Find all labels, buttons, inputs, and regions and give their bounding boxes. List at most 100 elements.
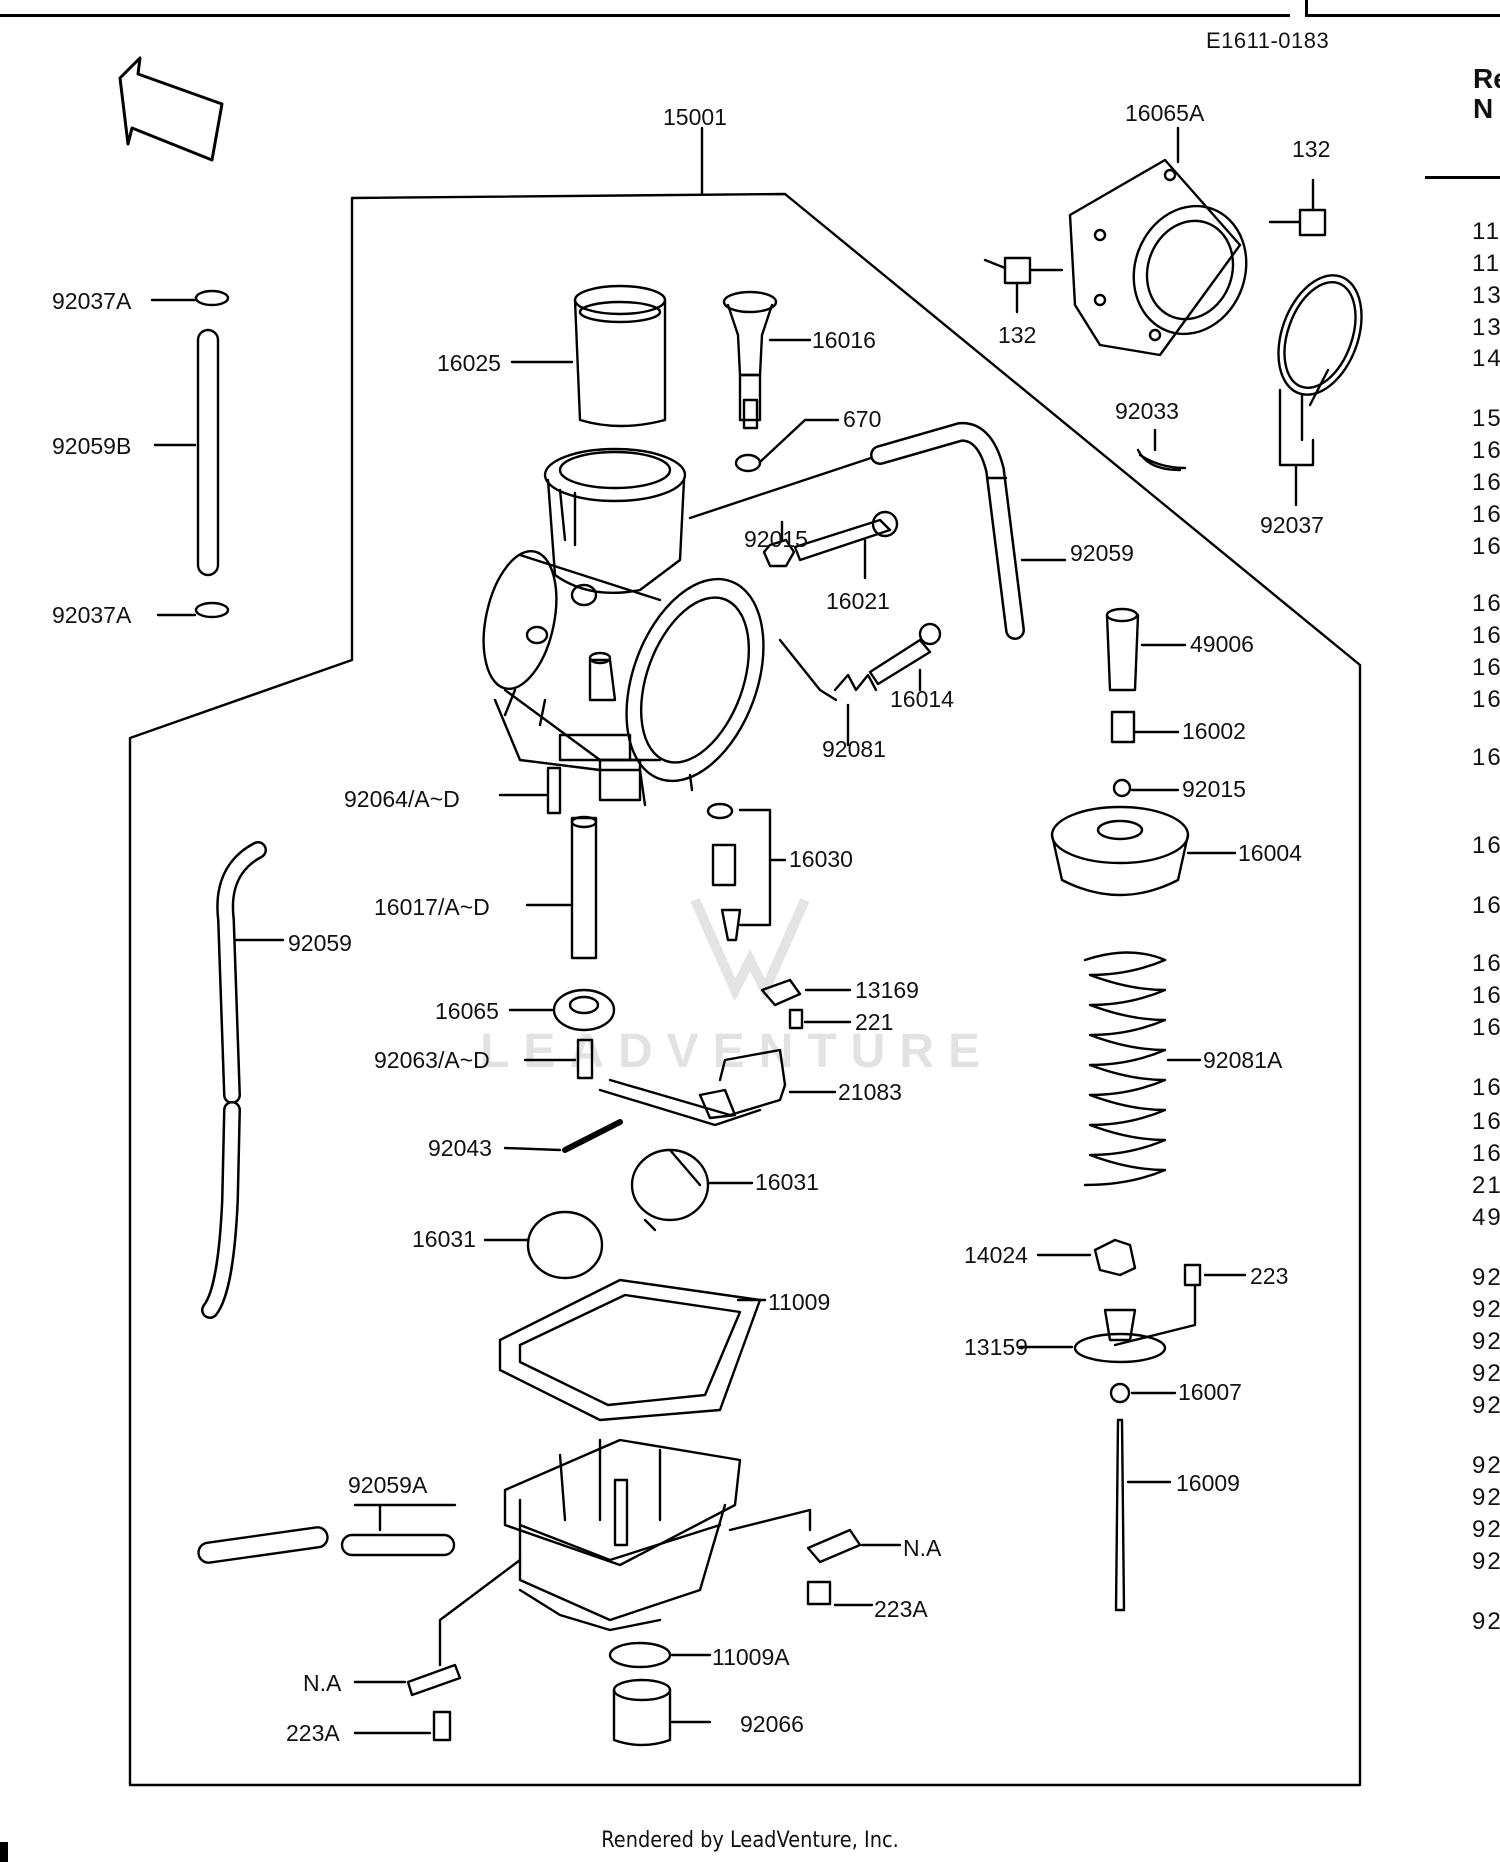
part-label-na-left: N.A <box>303 1670 342 1696</box>
ref-number: 16 <box>1472 501 1500 528</box>
ref-number: 16 <box>1472 622 1500 649</box>
ref-number: 92 <box>1472 1296 1500 1323</box>
header-corner-box <box>1305 0 1500 17</box>
part-label-92081A: 92081A <box>1203 1047 1283 1073</box>
part-label-16009: 16009 <box>1176 1470 1240 1496</box>
ref-header-line-2: N <box>1473 93 1494 124</box>
part-label-92037: 92037 <box>1260 512 1324 538</box>
ref-number: 16 <box>1472 1014 1500 1041</box>
part-label-16031-lower: 16031 <box>412 1226 476 1252</box>
ref-number: 16 <box>1472 744 1500 771</box>
part-label-16004: 16004 <box>1238 840 1302 866</box>
part-label-na-right: N.A <box>903 1535 942 1561</box>
ref-number: 16 <box>1472 950 1500 977</box>
ref-number: 11 <box>1472 218 1500 245</box>
ref-column-rule <box>1425 176 1500 179</box>
part-label-16030: 16030 <box>789 846 853 872</box>
ref-number: 16 <box>1472 590 1500 617</box>
part-label-132-left: 132 <box>998 322 1037 348</box>
ref-number: 92 <box>1472 1328 1500 1355</box>
part-label-92015-lower: 92015 <box>1182 776 1246 802</box>
part-label-92081: 92081 <box>822 736 886 762</box>
footer-credit: Rendered by LeadVenture, Inc. <box>601 1828 899 1853</box>
part-label-11009: 11009 <box>768 1289 831 1315</box>
part-label-92066: 92066 <box>740 1711 804 1737</box>
part-label-16065A: 16065A <box>1125 100 1205 126</box>
part-label-16021: 16021 <box>826 588 890 614</box>
diagram-id: E1611-0183 <box>1206 28 1330 53</box>
ref-number: 92 <box>1472 1452 1500 1479</box>
top-cap-16004 <box>1050 805 1190 897</box>
ref-number: 11 <box>1472 250 1500 277</box>
ref-number: 16 <box>1472 982 1500 1009</box>
ref-number: 92 <box>1472 1360 1500 1387</box>
ref-number: 92 <box>1472 1516 1500 1543</box>
part-label-16002: 16002 <box>1182 718 1246 744</box>
part-label-92015-upper: 92015 <box>744 526 808 552</box>
part-label-92059-left: 92059 <box>288 930 352 956</box>
part-label-223A-left: 223A <box>286 1720 340 1746</box>
cable-adjuster <box>722 290 778 430</box>
ref-number: 16 <box>1472 469 1500 496</box>
ref-number: 16 <box>1472 1074 1500 1101</box>
ref-number: 92 <box>1472 1608 1500 1635</box>
ref-number: 13 <box>1472 314 1500 341</box>
ref-number: 16 <box>1472 533 1500 560</box>
part-label-16065: 16065 <box>435 998 499 1024</box>
ref-number: 16 <box>1472 1140 1500 1167</box>
ref-number: 14 <box>1472 345 1500 372</box>
header-rule <box>0 0 1290 17</box>
part-label-16017: 16017/A~D <box>374 894 490 920</box>
carburetor-body <box>482 447 765 807</box>
part-label-92037A-bottom: 92037A <box>52 602 132 628</box>
part-label-16031-upper: 16031 <box>755 1169 819 1195</box>
part-label-92059B: 92059B <box>52 433 132 459</box>
throttle-slide <box>573 284 667 428</box>
assembly-outline <box>128 192 1362 1787</box>
ref-number: 92 <box>1472 1484 1500 1511</box>
part-label-13159: 13159 <box>964 1334 1028 1360</box>
part-label-11009A: 11009A <box>712 1644 790 1670</box>
part-label-92043: 92043 <box>428 1135 492 1161</box>
part-label-16007: 16007 <box>1178 1379 1242 1405</box>
part-label-92059-upper: 92059 <box>1070 540 1134 566</box>
part-label-223A-right: 223A <box>874 1596 928 1622</box>
part-label-92064: 92064/A~D <box>344 786 460 812</box>
watermark-logo-icon <box>690 897 810 1000</box>
coil-spring-92081A <box>1083 951 1167 1187</box>
ref-number: 16 <box>1472 654 1500 681</box>
part-label-49006: 49006 <box>1190 631 1254 657</box>
part-label-14024: 14024 <box>964 1242 1028 1268</box>
part-label-13169: 13169 <box>855 977 919 1003</box>
ref-number: 92 <box>1472 1392 1500 1419</box>
part-label-223: 223 <box>1250 1263 1289 1289</box>
ref-number: 21 <box>1472 1172 1500 1199</box>
ref-number: 15 <box>1472 405 1500 432</box>
page-edge-mark <box>0 1842 8 1862</box>
float-bowl <box>503 1438 742 1632</box>
ref-number: 13 <box>1472 282 1500 309</box>
ref-number: 92 <box>1472 1264 1500 1291</box>
float-16031-upper <box>630 1148 710 1232</box>
cap-49006 <box>1105 607 1140 692</box>
front-arrow-icon <box>118 56 224 162</box>
part-label-92059A: 92059A <box>348 1472 428 1498</box>
part-label-15001: 15001 <box>663 104 727 130</box>
part-label-92033: 92033 <box>1115 398 1179 424</box>
ref-number: 16 <box>1472 892 1500 919</box>
ref-number: 92 <box>1472 1548 1500 1575</box>
o-ring-670 <box>734 453 762 473</box>
float-16031-lower <box>526 1210 604 1280</box>
ref-number: 16 <box>1472 832 1500 859</box>
ref-number: 16 <box>1472 437 1500 464</box>
part-label-16025: 16025 <box>437 350 501 376</box>
part-label-221: 221 <box>855 1009 894 1035</box>
part-label-132-right: 132 <box>1292 136 1331 162</box>
ref-column-header: Re N <box>1473 64 1500 124</box>
ref-number: 16 <box>1472 686 1500 713</box>
part-label-16014: 16014 <box>890 686 954 712</box>
watermark-text: LEADVENTURE <box>480 1025 995 1078</box>
ref-header-line-1: Re <box>1473 63 1500 94</box>
part-label-16016: 16016 <box>812 327 876 353</box>
